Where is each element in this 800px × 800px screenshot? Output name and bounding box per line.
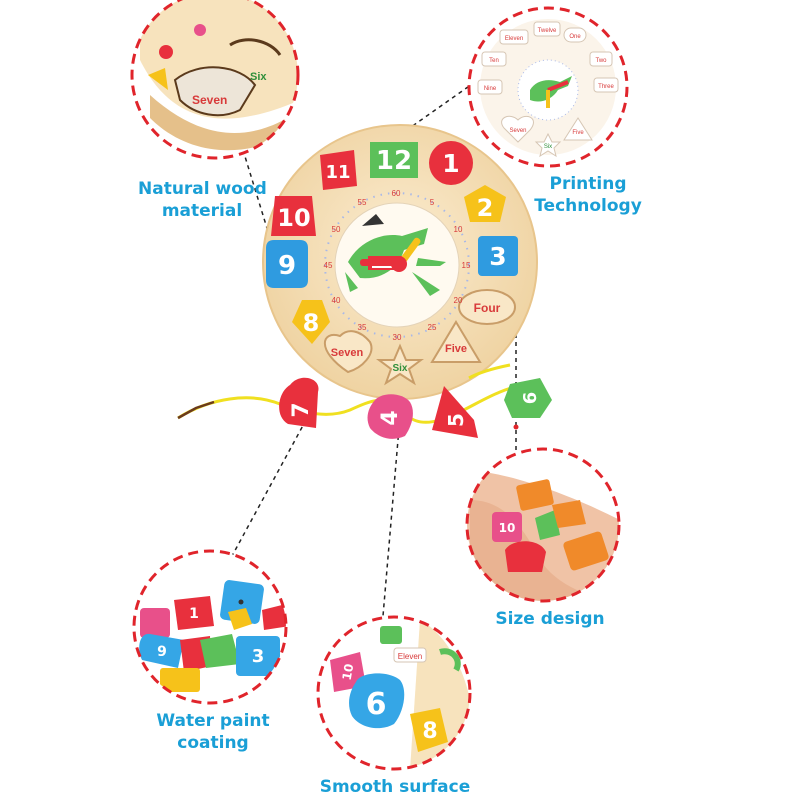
wooden-clock: 12 1 2 3 Four Five Six Seven <box>262 124 538 400</box>
svg-text:55: 55 <box>358 198 367 207</box>
feature-printing-label: Printing Technology <box>534 174 642 216</box>
svg-text:30: 30 <box>393 333 402 342</box>
svg-text:10: 10 <box>454 225 463 234</box>
svg-text:Five: Five <box>445 343 467 355</box>
hole-six: Six <box>376 343 424 386</box>
svg-text:Ten: Ten <box>489 58 499 64</box>
svg-text:2: 2 <box>477 194 494 222</box>
svg-text:9: 9 <box>157 644 167 660</box>
hour-block-8: 8 <box>292 300 330 344</box>
svg-text:10: 10 <box>340 663 357 682</box>
svg-text:8: 8 <box>303 309 320 337</box>
svg-text:7: 7 <box>289 402 314 417</box>
hour-block-2: 2 <box>464 185 506 222</box>
svg-text:9: 9 <box>278 251 296 281</box>
svg-text:10: 10 <box>277 204 310 232</box>
bead-triangle-5: 5 <box>432 386 478 438</box>
zoom-size-design: 10 <box>465 447 621 603</box>
svg-text:Six: Six <box>250 71 267 83</box>
svg-text:10: 10 <box>499 521 516 535</box>
svg-text:25: 25 <box>428 323 437 332</box>
zoom-printing: Eleven Twelve One Ten Two Nine Three Sev… <box>467 6 629 168</box>
connector-lines <box>231 81 517 617</box>
clock-hands <box>360 237 421 272</box>
bead-4: 4 <box>367 394 413 439</box>
zoom-natural-wood: Seven Six <box>130 0 300 160</box>
svg-text:1: 1 <box>189 606 199 622</box>
hole-four: Four <box>458 289 516 325</box>
svg-text:11: 11 <box>325 162 350 183</box>
svg-text:3: 3 <box>252 646 265 667</box>
svg-text:6: 6 <box>520 392 541 405</box>
svg-text:Seven: Seven <box>331 347 364 359</box>
svg-text:60: 60 <box>392 189 401 198</box>
hour-block-9: 9 <box>266 240 308 288</box>
svg-text:Twelve: Twelve <box>538 28 557 34</box>
svg-text:Seven: Seven <box>509 128 526 134</box>
svg-text:5: 5 <box>444 413 468 427</box>
hour-block-12: 12 <box>370 142 418 178</box>
svg-text:Seven: Seven <box>192 93 227 107</box>
svg-text:1: 1 <box>442 149 459 178</box>
svg-text:Eleven: Eleven <box>505 36 523 42</box>
feature-natural-wood-label: Natural wood material <box>138 179 267 221</box>
svg-text:Six: Six <box>392 363 407 374</box>
svg-text:One: One <box>569 34 581 40</box>
hour-block-10: 10 <box>271 196 316 236</box>
feature-size-design-label: Size design <box>495 609 605 629</box>
svg-text:35: 35 <box>358 323 367 332</box>
svg-text:8: 8 <box>422 719 437 744</box>
svg-text:Five: Five <box>572 130 584 136</box>
svg-text:4: 4 <box>378 410 403 425</box>
svg-text:5: 5 <box>430 198 435 207</box>
svg-text:45: 45 <box>324 261 333 270</box>
zoom-smooth-surface: 10 6 8 Eleven <box>316 615 472 771</box>
hour-block-1: 1 <box>429 141 473 185</box>
zoom-water-paint: 1 9 3 <box>132 549 288 705</box>
svg-text:50: 50 <box>332 225 341 234</box>
svg-text:20: 20 <box>454 296 463 305</box>
svg-text:Three: Three <box>598 84 614 90</box>
feature-smooth-surface-label: Smooth surface <box>319 777 471 797</box>
feature-water-paint-label: Water paint coating <box>156 711 270 753</box>
string-beads: 7 4 5 6 <box>177 363 552 439</box>
svg-text:Four: Four <box>474 301 501 315</box>
minute-marks: 60 5 10 15 20 25 30 35 40 45 50 55 <box>324 189 471 342</box>
svg-text:3: 3 <box>489 242 506 271</box>
hole-five: Five <box>430 320 482 363</box>
svg-text:Nine: Nine <box>484 86 497 92</box>
svg-text:Eleven: Eleven <box>398 652 422 661</box>
svg-text:6: 6 <box>366 687 387 722</box>
hole-seven: Seven <box>324 330 373 374</box>
hour-block-11: 11 <box>320 150 357 190</box>
svg-text:12: 12 <box>376 146 412 176</box>
svg-text:40: 40 <box>332 296 341 305</box>
bead-star-6: 6 <box>504 378 552 418</box>
svg-text:15: 15 <box>462 261 471 270</box>
hour-block-3: 3 <box>478 236 518 276</box>
bead-heart-7: 7 <box>279 377 319 428</box>
svg-text:Two: Two <box>595 58 607 64</box>
svg-text:Six: Six <box>544 144 552 150</box>
